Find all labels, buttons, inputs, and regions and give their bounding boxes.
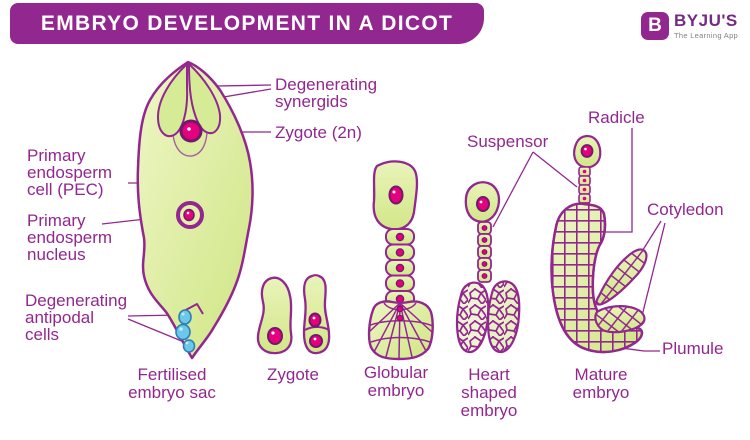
synergid-right xyxy=(187,61,222,134)
cotyledon-leader-2 xyxy=(639,222,666,325)
label-zygote-2n: Zygote (2n) xyxy=(275,123,362,142)
cotyledon-leader-1 xyxy=(640,220,662,254)
radicle-leader xyxy=(599,128,633,233)
heart-shaped-embryo-figure xyxy=(455,181,521,354)
primary-endosperm-nucleus-figure xyxy=(176,201,204,229)
suspensor-leader-2 xyxy=(532,151,578,188)
label-degenerating-synergids: Degenerating synergids xyxy=(275,75,378,111)
logo-tagline: The Learning App xyxy=(674,31,739,40)
synergid-left xyxy=(156,61,189,137)
title-banner: EMBRYO DEVELOPMENT IN A DICOT xyxy=(10,3,484,44)
globular-mass xyxy=(367,300,434,361)
zygote-cell-1 xyxy=(256,276,293,355)
mature-embryo-figure xyxy=(550,135,648,354)
label-cotyledon: Cotyledon xyxy=(647,200,724,219)
label-primary-endosperm-nucleus: Primary endosperm nucleus xyxy=(27,211,113,264)
fertilised-embryo-sac-figure xyxy=(136,60,254,360)
caption-mature-embryo: Mature embryo xyxy=(572,365,630,402)
label-primary-endosperm-cell: Primary endosperm cell (PEC) xyxy=(27,146,113,199)
label-radicle: Radicle xyxy=(588,108,645,127)
label-degenerating-antipodal-cells: Degenerating antipodal cells xyxy=(25,291,128,344)
byjus-logo: B BYJU'S The Learning App xyxy=(641,12,738,40)
antipodal-cells-figure xyxy=(175,303,204,353)
label-plumule: Plumule xyxy=(662,339,724,358)
label-suspensor: Suspensor xyxy=(467,132,549,151)
antipodal-leader-2 xyxy=(127,318,185,343)
globular-embryo-figure xyxy=(367,160,434,361)
caption-globular-embryo: Globular embryo xyxy=(363,363,429,400)
byjus-b-icon: B xyxy=(641,12,669,40)
page-title: EMBRYO DEVELOPMENT IN A DICOT xyxy=(40,11,454,35)
suspensor-leader-1 xyxy=(492,151,534,228)
zygote-figure xyxy=(256,274,331,355)
caption-fertilised-embryo-sac: Fertilised embryo sac xyxy=(128,365,216,402)
zygote-in-sac xyxy=(179,119,203,143)
caption-zygote: Zygote xyxy=(267,365,319,384)
logo-brand: BYJU'S xyxy=(674,11,738,30)
caption-heart-shaped-embryo: Heart shaped embryo xyxy=(460,365,518,420)
